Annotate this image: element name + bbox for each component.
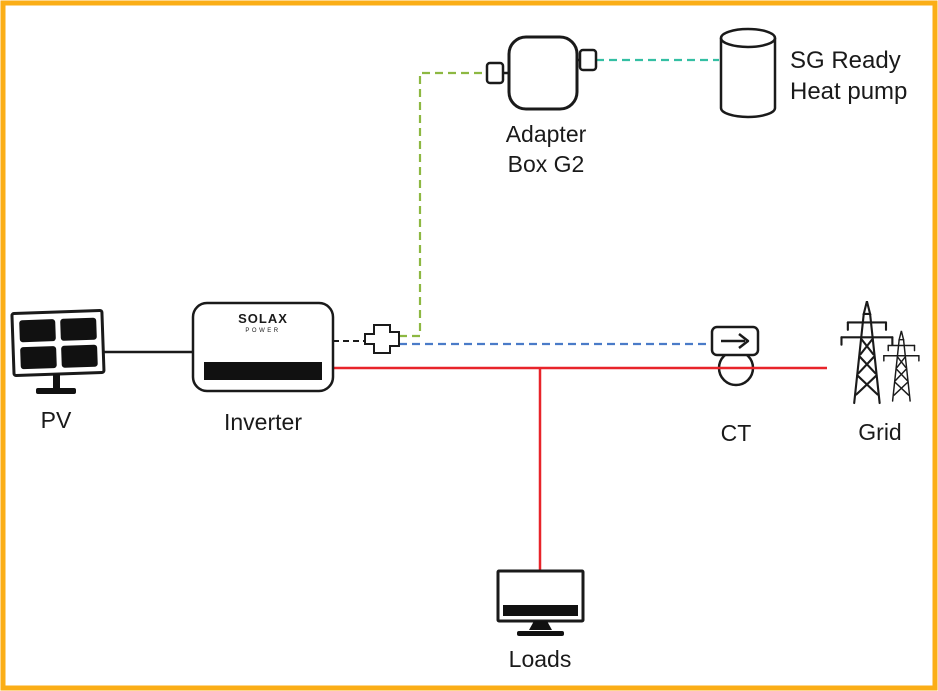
- ct-label: CT: [721, 420, 752, 446]
- inverter-brand-logo: SOLAX: [238, 311, 288, 326]
- heat-pump-label-line2: Heat pump: [790, 78, 907, 105]
- ct-arrow-head: [738, 333, 750, 349]
- solar-panel-stand: [53, 374, 60, 389]
- adapter-box-left-port: [485, 61, 505, 85]
- heat-pump-node: SG Ready Heat pump: [719, 27, 907, 119]
- grid-node: Grid: [840, 300, 920, 445]
- adapter-box-right-port: [578, 48, 598, 72]
- loads-node: Loads: [496, 569, 585, 672]
- splitter-connector-icon: [364, 324, 400, 354]
- inverter-label: Inverter: [224, 409, 302, 435]
- grid-pylon-large: [840, 300, 894, 405]
- heat-pump-label-line1: SG Ready: [790, 47, 901, 74]
- ct-node: CT: [710, 325, 760, 446]
- monitor-stand: [529, 621, 552, 630]
- grid-label: Grid: [858, 419, 901, 445]
- inverter-node: SOLAX POWER Inverter: [191, 301, 335, 435]
- wire-green-adapter-box: [399, 71, 487, 338]
- pv-label: PV: [41, 407, 72, 433]
- inverter-display-bar: [204, 362, 322, 380]
- heat-pump-cylinder-top: [719, 27, 777, 49]
- monitor-screen-bar: [503, 605, 578, 616]
- solar-panel-base: [36, 388, 76, 394]
- inverter-brand-sub: POWER: [245, 328, 280, 334]
- solar-panel-icon: [10, 308, 106, 377]
- pv-node: PV: [10, 308, 106, 433]
- grid-pylon-small: [883, 330, 920, 402]
- adapter-box-label-line1: Adapter: [506, 121, 587, 147]
- adapter-box-label-line2: Box G2: [508, 151, 585, 177]
- adapter-box-body: [507, 35, 579, 111]
- loads-label: Loads: [509, 646, 572, 672]
- heat-pump-cylinder-body: [719, 38, 777, 119]
- adapter-box-node: Adapter Box G2: [485, 35, 598, 177]
- monitor-base: [517, 631, 564, 636]
